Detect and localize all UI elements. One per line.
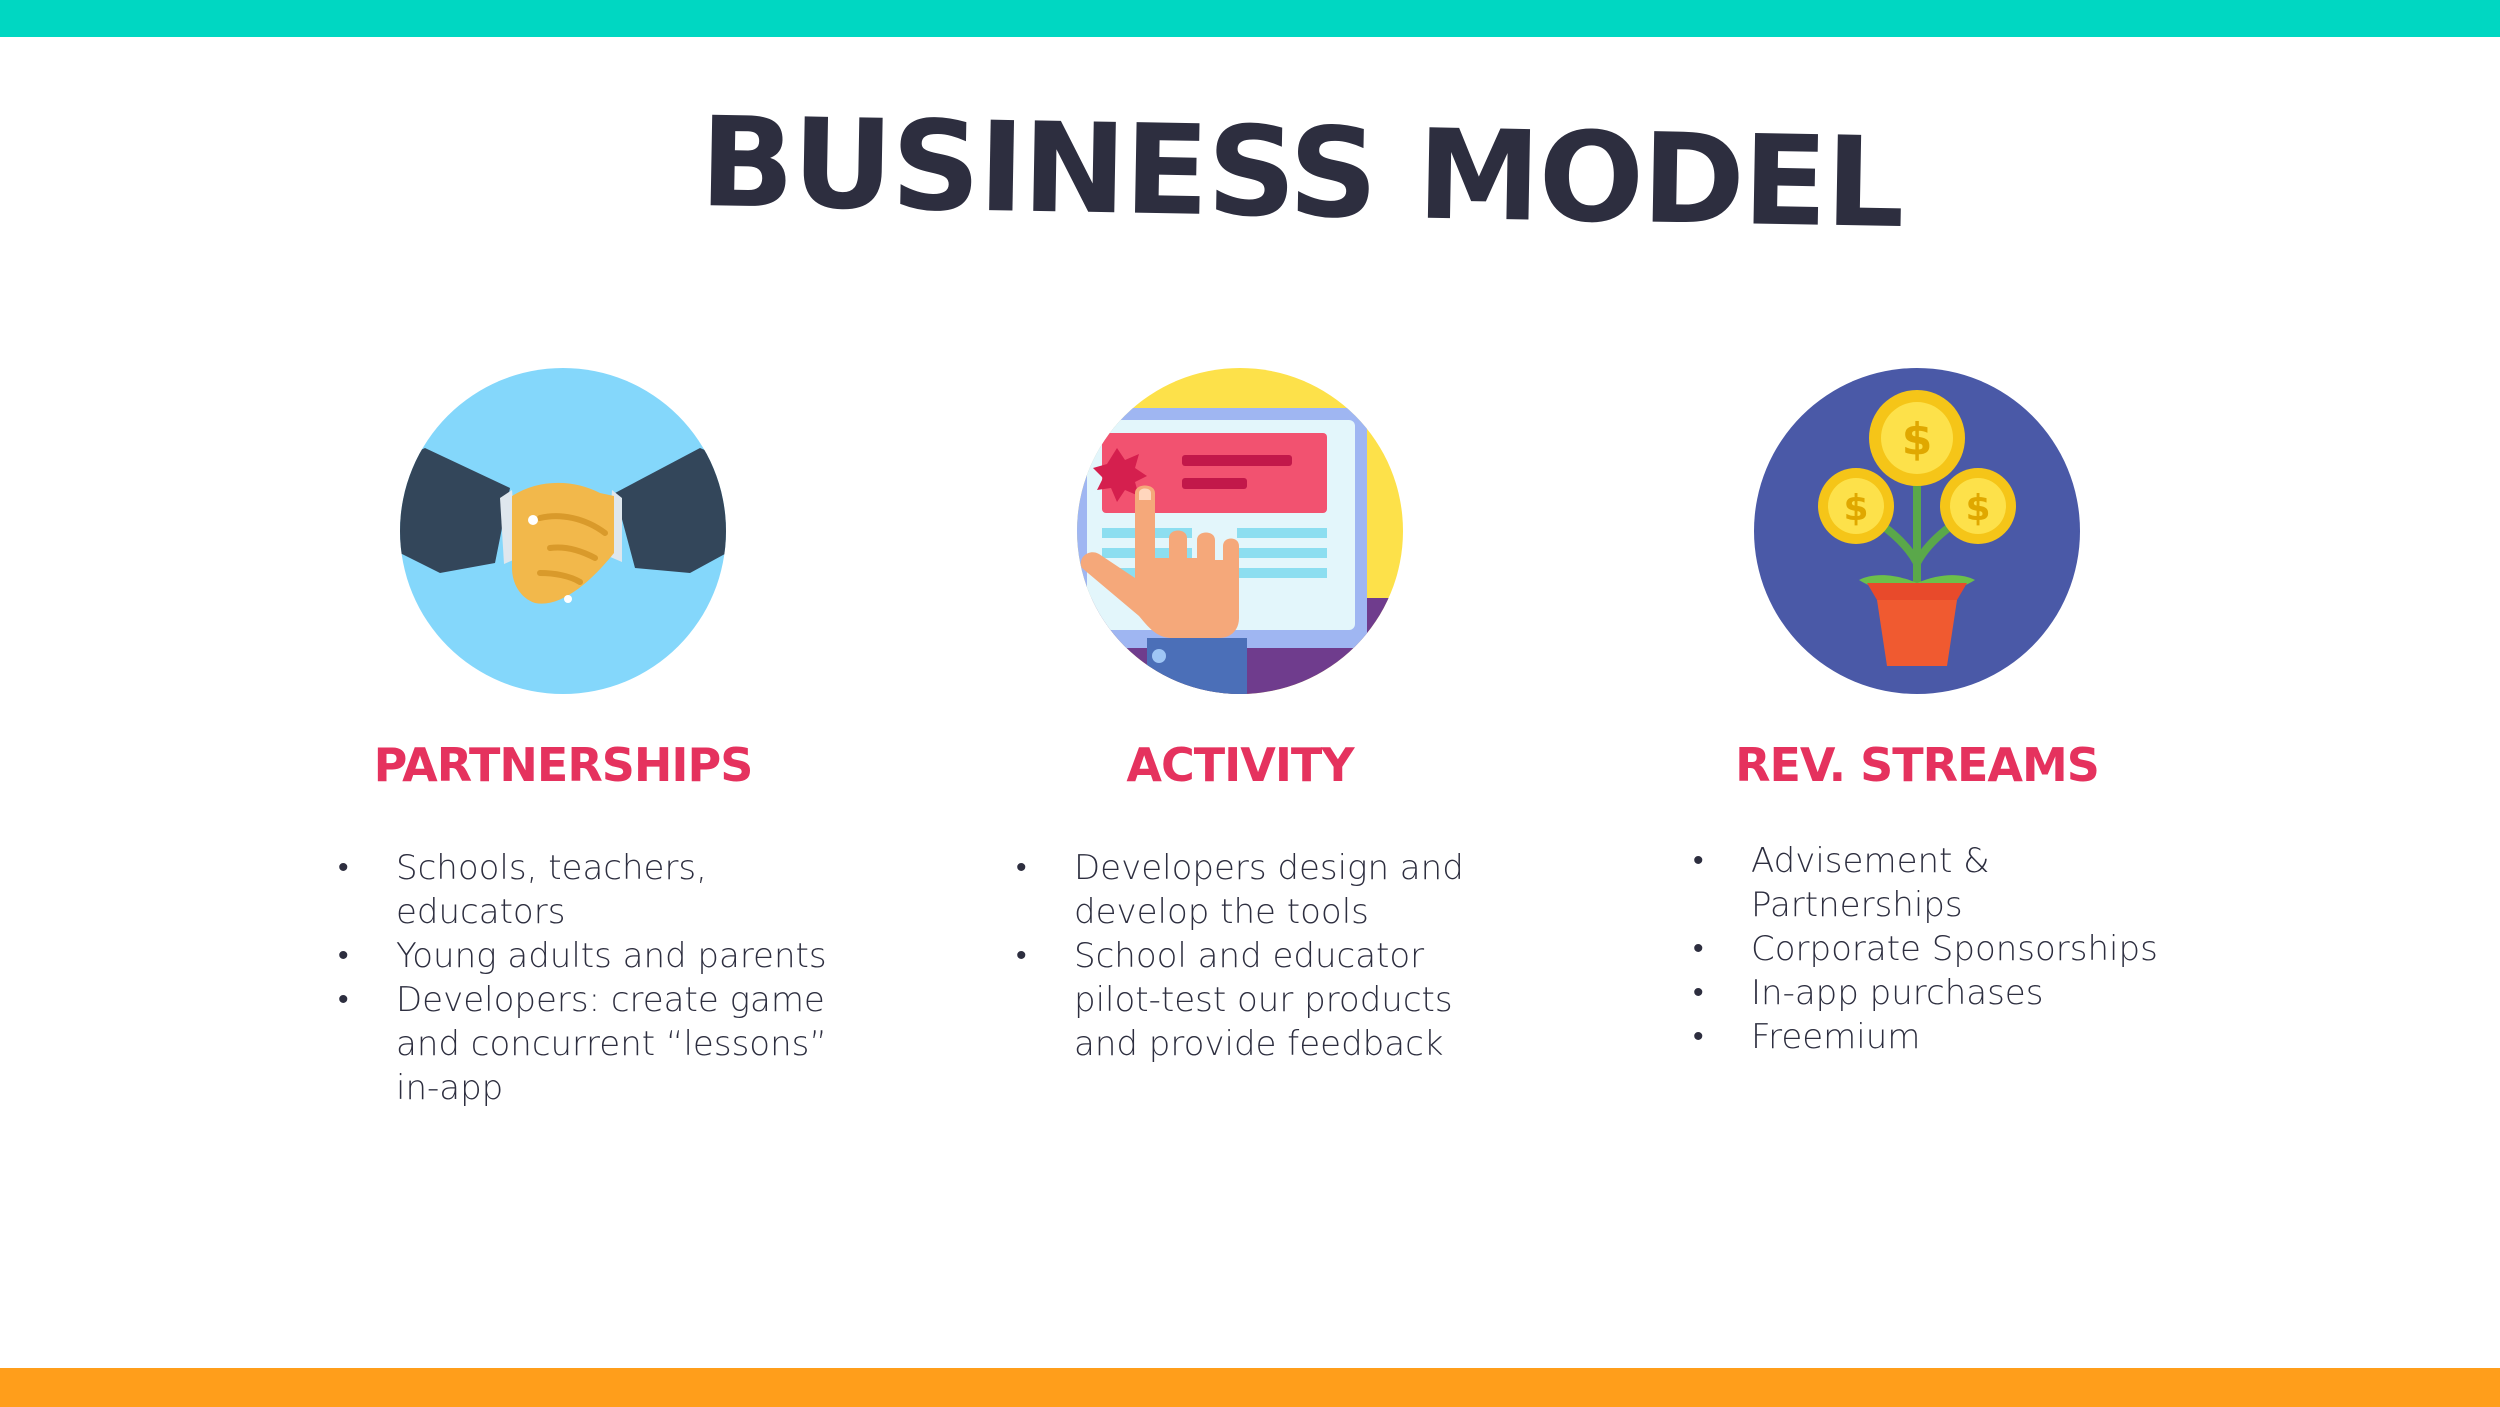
- partnerships-list: •Schools, teachers, educators •Young adu…: [338, 846, 838, 1110]
- svg-text:$: $: [1902, 414, 1933, 465]
- list-item: •Schools, teachers, educators: [338, 848, 707, 932]
- top-accent-bar: [0, 0, 2500, 37]
- list-item: •Young adults and parents: [338, 936, 827, 976]
- slide-title: BUSINESS MODEL: [698, 91, 1904, 256]
- bottom-accent-bar: [0, 1368, 2500, 1407]
- money-plant-icon: $ $ $: [1754, 368, 2080, 694]
- list-item: •Developers design and develop the tools: [1016, 848, 1464, 932]
- list-item: •In-app purchases: [1693, 973, 2044, 1013]
- handshake-icon: [400, 368, 726, 694]
- list-item: •Freemium: [1693, 1017, 1921, 1057]
- tablet-touch-icon: [1077, 368, 1403, 694]
- svg-text:$: $: [1843, 488, 1868, 529]
- list-item: •Developers: create game and concurrent …: [338, 980, 827, 1108]
- heading-partnerships: PARTNERSHIPS: [373, 738, 754, 792]
- list-item: •Advisement & Partnerships: [1693, 841, 1990, 925]
- list-item: •School and educator pilot-test our prod…: [1016, 936, 1453, 1064]
- svg-text:$: $: [1965, 488, 1990, 529]
- list-item: •Corporate Sponsorships: [1693, 929, 2158, 969]
- activity-list: •Developers design and develop the tools…: [1016, 846, 1516, 1066]
- rev-streams-list: •Advisement & Partnerships •Corporate Sp…: [1693, 839, 2193, 1059]
- heading-activity: ACTIVITY: [1126, 738, 1354, 792]
- heading-rev-streams: REV. STREAMS: [1735, 738, 2100, 792]
